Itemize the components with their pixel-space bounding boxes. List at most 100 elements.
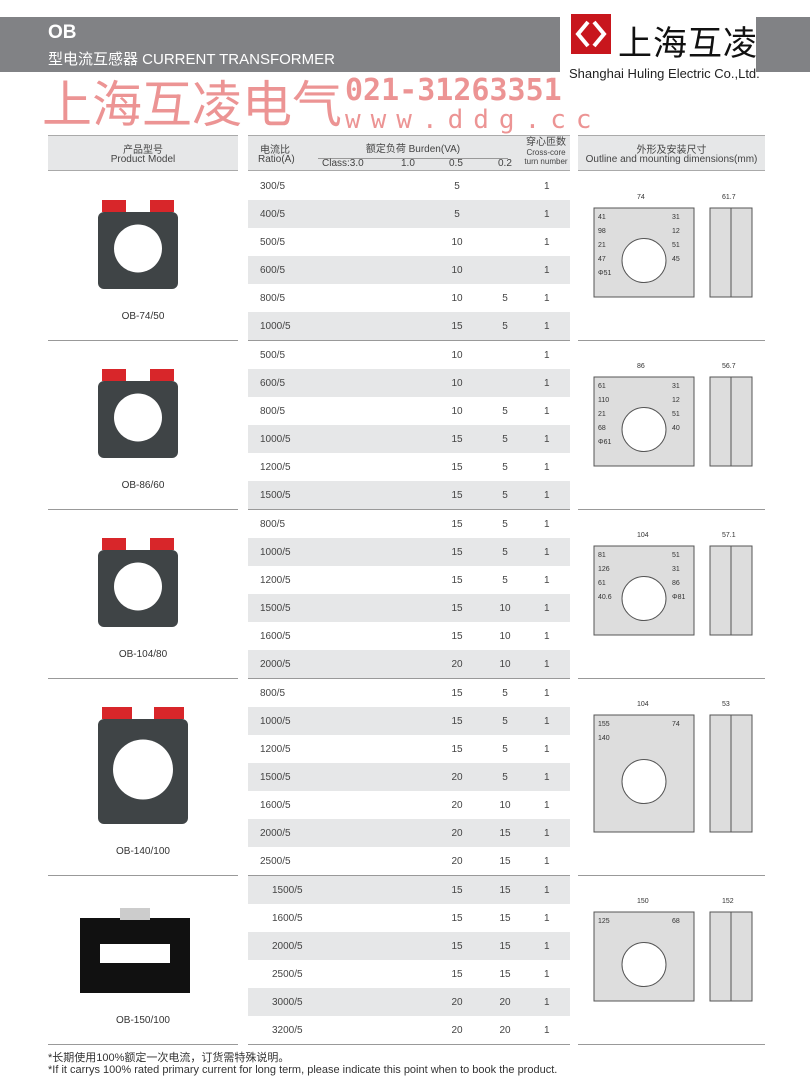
ratio-cell: 1000/5 bbox=[260, 434, 291, 445]
ratio-cell: 800/5 bbox=[260, 406, 286, 417]
dimension-label: 61 bbox=[598, 580, 606, 587]
burden-0.2-cell: 5 bbox=[502, 462, 508, 473]
burden-0.2-cell: 5 bbox=[502, 772, 508, 783]
header-ratio-en: Ratio(A) bbox=[258, 154, 295, 165]
dimension-label: 68 bbox=[672, 918, 680, 925]
product-image bbox=[98, 200, 178, 289]
dimension-label: 152 bbox=[722, 898, 734, 905]
header-class-0: Class:3.0 bbox=[322, 158, 364, 169]
burden-0.5-cell: 15 bbox=[451, 631, 463, 642]
burden-0.5-cell: 10 bbox=[451, 293, 463, 304]
dimension-label: 45 bbox=[672, 256, 680, 263]
turns-cell: 1 bbox=[544, 688, 550, 699]
burden-0.2-cell: 5 bbox=[502, 547, 508, 558]
turns-cell: 1 bbox=[544, 575, 550, 586]
product-image bbox=[98, 707, 188, 824]
dimension-label: 61.7 bbox=[722, 194, 736, 201]
ratio-cell: 800/5 bbox=[260, 688, 286, 699]
group-divider bbox=[48, 340, 238, 341]
product-image bbox=[98, 538, 178, 627]
ratio-cell: 1600/5 bbox=[272, 913, 303, 924]
turns-cell: 1 bbox=[544, 828, 550, 839]
turns-cell: 1 bbox=[544, 350, 550, 361]
group-divider bbox=[48, 509, 238, 510]
dimension-label: 31 bbox=[672, 214, 680, 221]
turns-cell: 1 bbox=[544, 772, 550, 783]
burden-0.5-cell: 10 bbox=[451, 378, 463, 389]
header-dims-en: Outline and mounting dimensions(mm) bbox=[585, 154, 758, 165]
dimension-label: 51 bbox=[672, 552, 680, 559]
group-divider bbox=[248, 875, 570, 876]
dimension-label: 125 bbox=[598, 918, 610, 925]
burden-0.2-cell: 10 bbox=[499, 800, 511, 811]
dimension-label: 41 bbox=[598, 214, 606, 221]
burden-0.2-cell: 15 bbox=[499, 969, 511, 980]
ratio-cell: 3200/5 bbox=[272, 1025, 303, 1036]
dimension-label: 47 bbox=[598, 256, 606, 263]
turns-cell: 1 bbox=[544, 603, 550, 614]
burden-0.5-cell: 10 bbox=[451, 350, 463, 361]
turns-cell: 1 bbox=[544, 913, 550, 924]
burden-0.5-cell: 10 bbox=[451, 265, 463, 276]
dimension-label: 104 bbox=[637, 532, 649, 539]
burden-0.2-cell: 5 bbox=[502, 434, 508, 445]
dimension-label: 53 bbox=[722, 701, 730, 708]
watermark-phone: 021-31263351 bbox=[345, 73, 562, 108]
model-label: OB-150/100 bbox=[116, 1015, 170, 1026]
ratio-cell: 800/5 bbox=[260, 519, 286, 530]
header-turns-cn: 穿心匝数 bbox=[526, 137, 566, 148]
burden-0.5-cell: 15 bbox=[451, 321, 463, 332]
ratio-cell: 1600/5 bbox=[260, 631, 291, 642]
burden-0.5-cell: 15 bbox=[451, 462, 463, 473]
burden-0.5-cell: 20 bbox=[451, 1025, 463, 1036]
group-divider bbox=[578, 678, 765, 679]
dimension-label: 104 bbox=[637, 701, 649, 708]
ratio-cell: 500/5 bbox=[260, 237, 286, 248]
burden-0.5-cell: 15 bbox=[451, 969, 463, 980]
burden-0.2-cell: 15 bbox=[499, 828, 511, 839]
burden-0.2-cell: 15 bbox=[499, 941, 511, 952]
dimension-label: 150 bbox=[637, 898, 649, 905]
turns-cell: 1 bbox=[544, 434, 550, 445]
turns-cell: 1 bbox=[544, 631, 550, 642]
burden-0.5-cell: 15 bbox=[451, 603, 463, 614]
ratio-cell: 1000/5 bbox=[260, 716, 291, 727]
dimension-label: Φ51 bbox=[598, 270, 612, 277]
dimension-label: Φ81 bbox=[672, 594, 686, 601]
burden-0.2-cell: 5 bbox=[502, 321, 508, 332]
dimension-label: 68 bbox=[598, 425, 606, 432]
ratio-cell: 2500/5 bbox=[272, 969, 303, 980]
product-image bbox=[80, 904, 190, 993]
ratio-cell: 1500/5 bbox=[272, 885, 303, 896]
dimension-label: 86 bbox=[637, 363, 645, 370]
title-banner bbox=[0, 17, 560, 72]
turns-cell: 1 bbox=[544, 378, 550, 389]
header-dims: 外形及安装尺寸 Outline and mounting dimensions(… bbox=[578, 135, 765, 171]
ratio-cell: 2000/5 bbox=[260, 659, 291, 670]
page-subtitle: 型电流互感器 CURRENT TRANSFORMER bbox=[48, 51, 335, 68]
header-turns-en: Cross-core turn number bbox=[524, 148, 568, 166]
turns-cell: 1 bbox=[544, 406, 550, 417]
group-divider bbox=[248, 509, 570, 510]
burden-0.5-cell: 15 bbox=[451, 490, 463, 501]
turns-cell: 1 bbox=[544, 744, 550, 755]
burden-0.5-cell: 15 bbox=[451, 688, 463, 699]
dimension-label: 126 bbox=[598, 566, 610, 573]
burden-0.5-cell: 20 bbox=[451, 800, 463, 811]
burden-0.5-cell: 5 bbox=[454, 209, 460, 220]
